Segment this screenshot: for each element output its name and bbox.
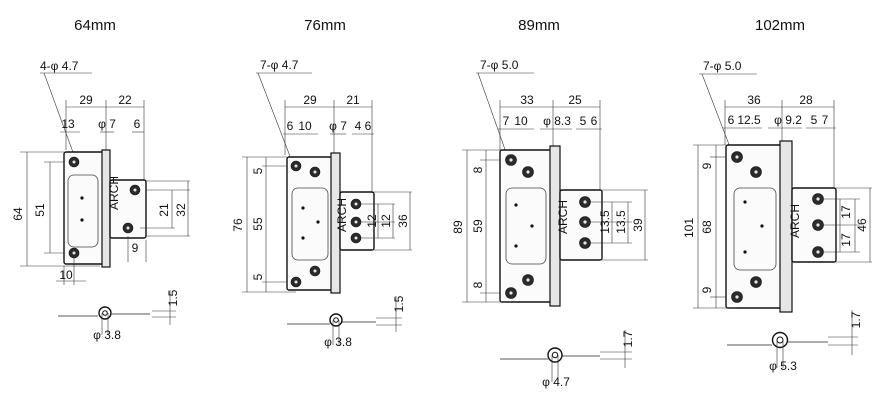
section-thickness: 1.7	[621, 330, 635, 347]
dim-top-a: 6	[728, 113, 735, 127]
dim-top-pin: φ 7	[329, 119, 347, 133]
dim-right-a: 21	[157, 203, 171, 217]
dim-left-bottom: 5	[251, 273, 265, 280]
dim-left-bottom: 8	[471, 281, 485, 288]
dim-right-b: 13.5	[614, 210, 628, 234]
dim-height-total: 101	[682, 218, 696, 238]
dim-width-right: 22	[118, 93, 132, 107]
dim-right-b: 17	[839, 233, 853, 247]
dim-top-c: 5	[580, 114, 587, 128]
dim-left-top: 5	[251, 167, 265, 174]
section-pin: φ 3.8	[93, 328, 121, 342]
dim-width-left: 29	[303, 93, 317, 107]
section-thickness: 1.5	[392, 295, 406, 312]
dim-height-total: 76	[231, 218, 245, 232]
dim-top-c: 5	[811, 113, 818, 127]
dim-height-leaf: 55	[251, 217, 265, 231]
dim-width-right: 25	[568, 93, 582, 107]
dim-width-left: 33	[520, 93, 534, 107]
brand-logo: ARCH	[788, 204, 802, 238]
section-thickness: 1.5	[166, 289, 180, 306]
dim-top-d: 6	[591, 114, 598, 128]
dim-top-d: 6	[365, 119, 372, 133]
dim-left-top: 9	[700, 162, 714, 169]
dim-top-c: 4	[355, 119, 362, 133]
hinge-title: 76mm	[304, 17, 346, 34]
dim-width-left: 29	[79, 93, 93, 107]
hole-callout: 4-φ 4.7	[40, 59, 79, 73]
hinge-title: 102mm	[755, 17, 805, 34]
hinge-title: 89mm	[518, 17, 560, 34]
hinge-76mm: 76mm 7-φ 4.7 29 21 6 10 φ 7 4 6 ARCH	[231, 17, 412, 349]
hinge-89mm: 89mm 7-φ 5.0 33 25 7 10 φ 8.3 5 6 ARCH	[451, 17, 648, 389]
dim-right-c: 36	[396, 214, 410, 228]
dim-top-pin: φ 9.2	[774, 113, 802, 127]
hole-callout: 7-φ 5.0	[703, 59, 742, 73]
dim-width-right: 21	[346, 93, 360, 107]
dim-width-left: 36	[747, 93, 761, 107]
section-pin: φ 5.3	[769, 359, 797, 373]
dim-top-b: 6	[134, 117, 141, 131]
brand-logo: ARCH	[107, 176, 121, 210]
dim-top-b: 12.5	[737, 113, 761, 127]
dim-height-total: 64	[11, 207, 25, 221]
dim-bottom-b: 10	[59, 268, 73, 282]
dim-top-pin: φ 8.3	[543, 114, 571, 128]
dim-top-b: 10	[298, 119, 312, 133]
section-pin: φ 3.8	[324, 335, 352, 349]
dim-height-total: 89	[451, 220, 465, 234]
brand-logo: ARCH	[335, 198, 349, 232]
dim-right-a: 12	[365, 214, 379, 228]
dim-top-a: 7	[503, 114, 510, 128]
hinge-title: 64mm	[74, 17, 116, 34]
dim-right-a: 13.5	[598, 210, 612, 234]
dim-height-leaf: 59	[471, 219, 485, 233]
section-pin: φ 4.7	[542, 375, 570, 389]
dim-bottom-a: 9	[132, 241, 139, 255]
dim-height-leaf: 68	[700, 220, 714, 234]
hole-callout: 7-φ 5.0	[480, 58, 519, 72]
dim-height-leaf: 51	[33, 203, 47, 217]
dim-right-c: 39	[631, 218, 645, 232]
hole-callout: 7-φ 4.7	[260, 58, 299, 72]
hinge-64mm: 64mm 4-φ 4.7 29 22 13 φ 7 6 ARCH	[11, 17, 190, 342]
section-thickness: 1.7	[849, 311, 863, 328]
dim-left-top: 8	[471, 166, 485, 173]
dim-right-b: 32	[174, 203, 188, 217]
dim-top-a: 6	[287, 119, 294, 133]
dim-right-b: 12	[379, 214, 393, 228]
dim-top-a: 13	[61, 117, 75, 131]
dim-top-d: 7	[822, 113, 829, 127]
brand-logo: ARCH	[556, 200, 570, 234]
dim-top-b: 10	[514, 114, 528, 128]
dim-top-pin: φ 7	[98, 117, 116, 131]
dim-right-a: 17	[839, 205, 853, 219]
dim-right-c: 46	[855, 218, 869, 232]
dim-width-right: 28	[799, 93, 813, 107]
hinge-102mm: 102mm 7-φ 5.0 36 28 6 12.5 φ 9.2 5 7 ARC…	[682, 17, 872, 373]
dim-left-bottom: 9	[700, 286, 714, 293]
